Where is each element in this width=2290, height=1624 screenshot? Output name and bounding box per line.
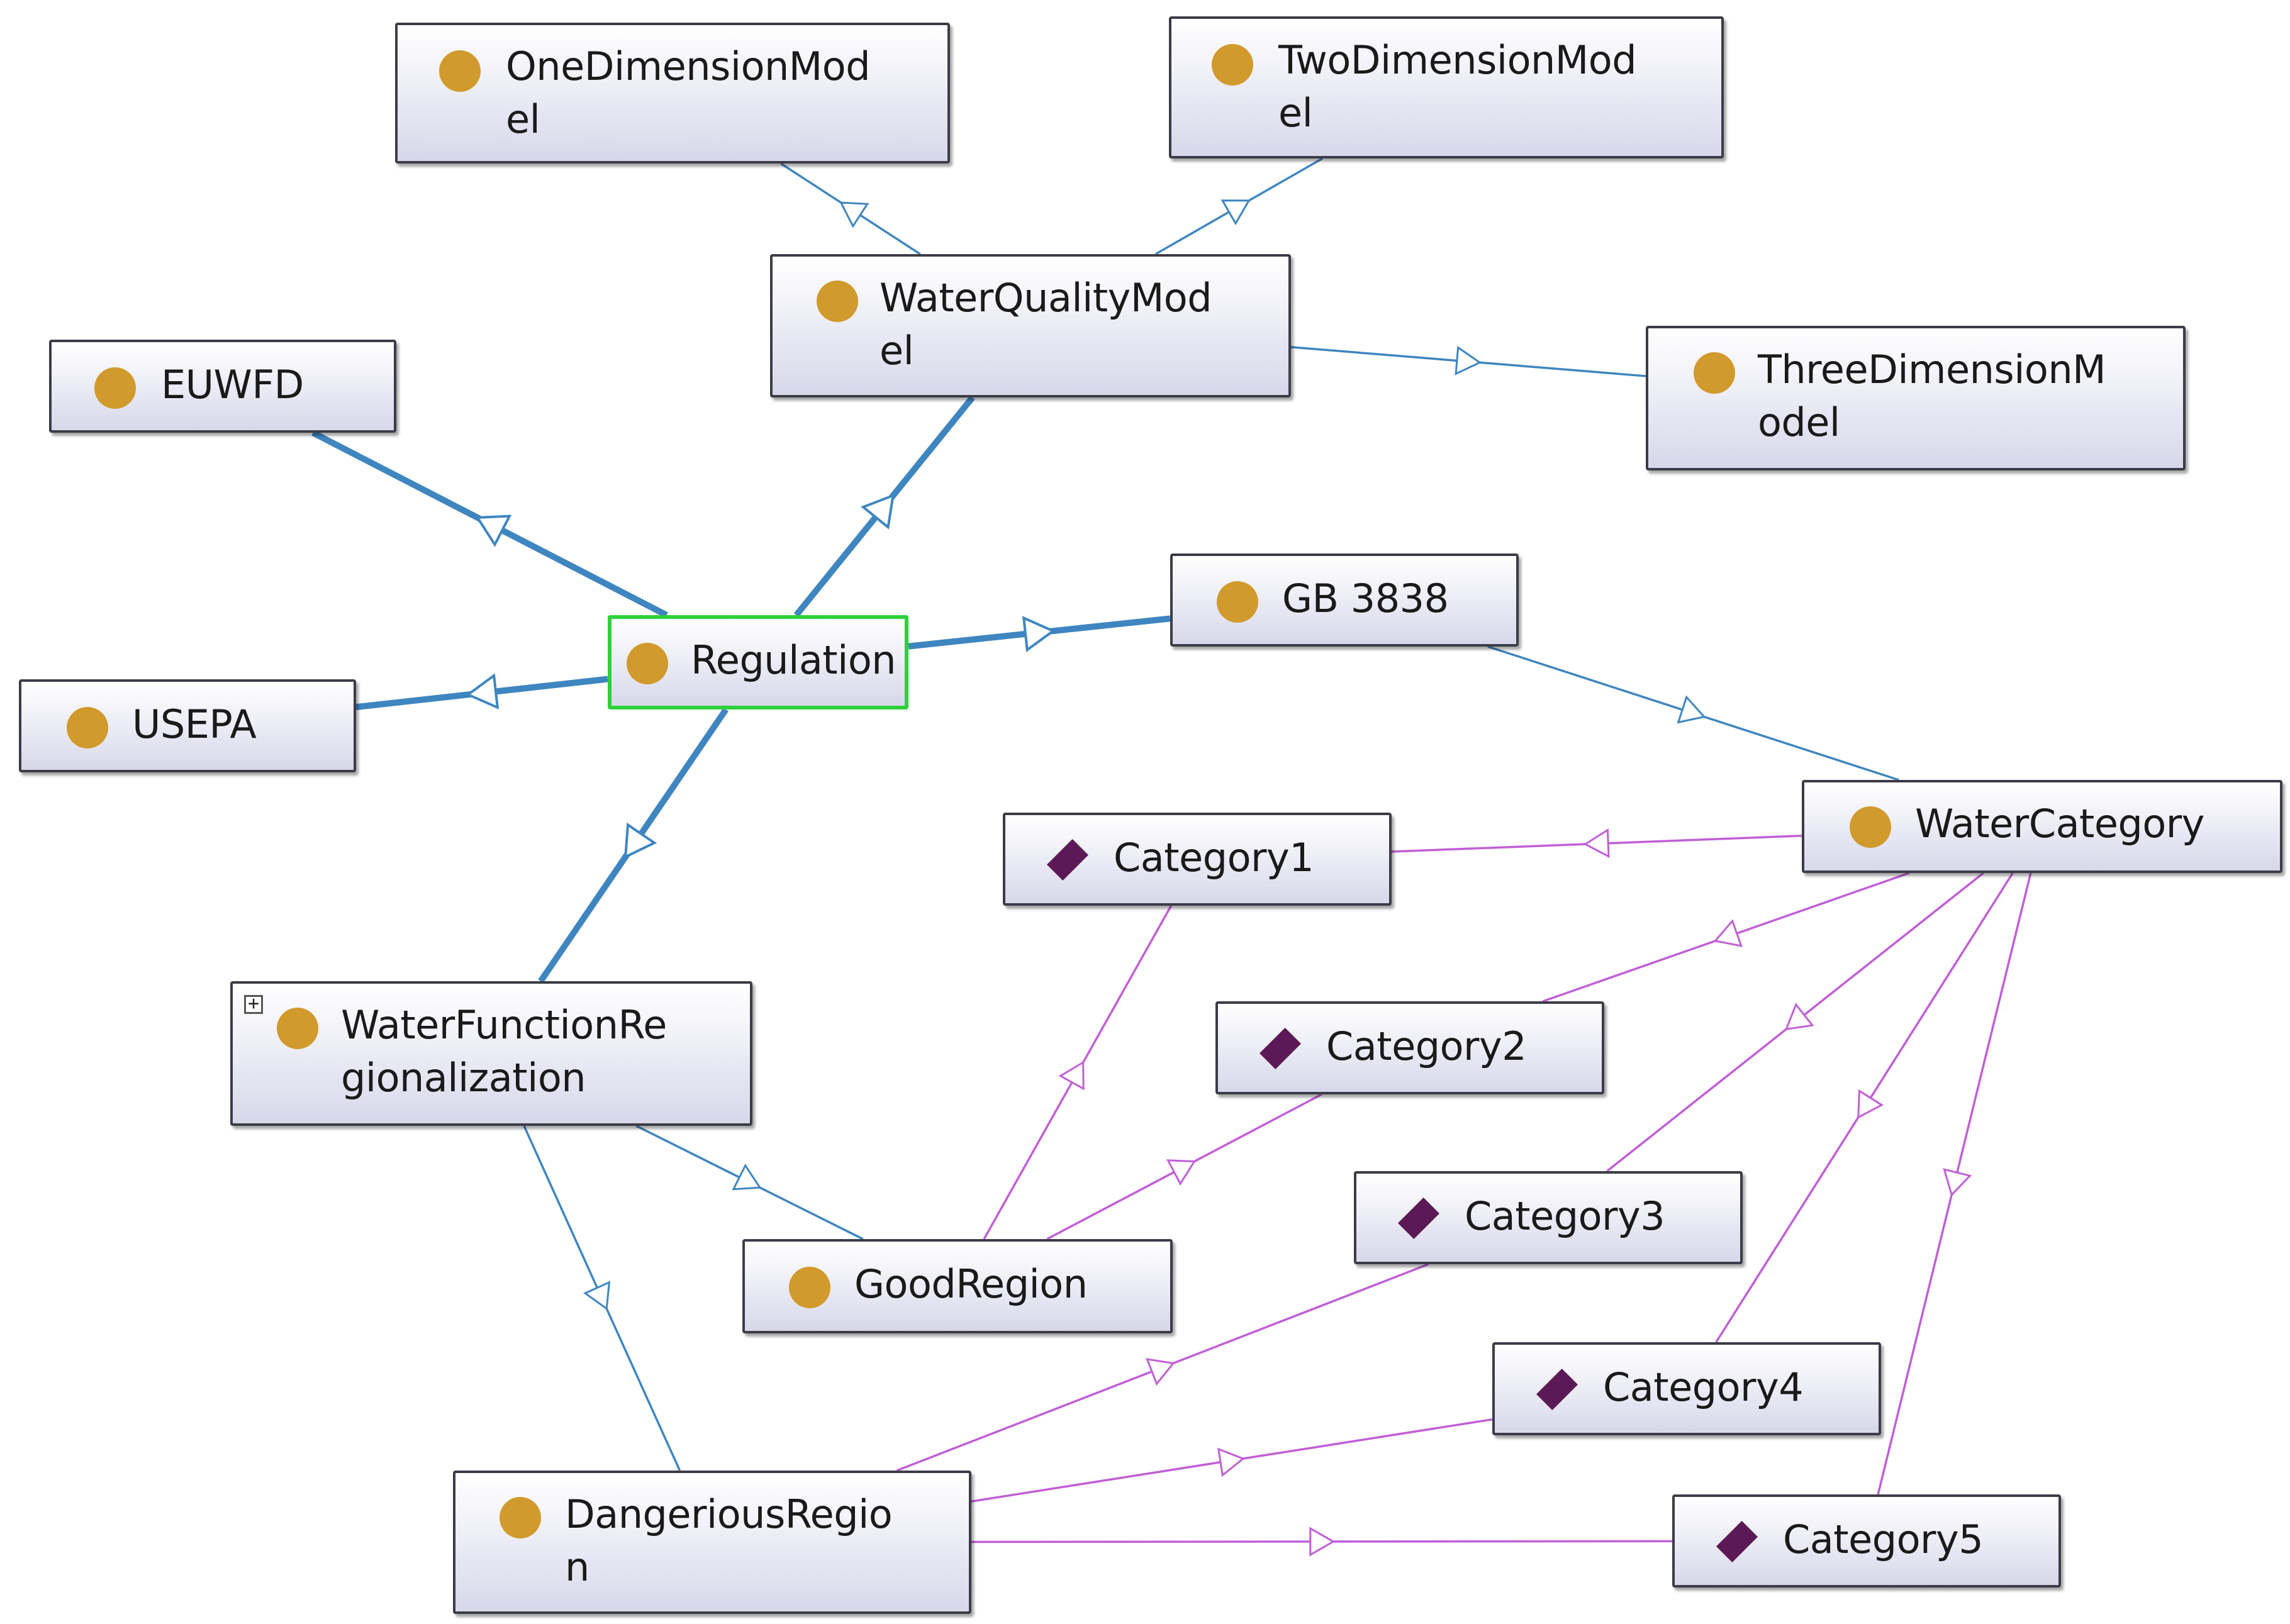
class-circle-icon [439, 50, 481, 92]
arrowhead-goodregion-category2 [1166, 1159, 1197, 1186]
node-label: Regulation [691, 637, 896, 683]
node-regulation[interactable]: Regulation [608, 615, 908, 709]
node-label: TwoDimensionMod el [1278, 37, 1637, 136]
individual-diamond-icon [1716, 1520, 1758, 1563]
class-circle-icon [817, 281, 858, 322]
arrowhead-wfr-goodregion [732, 1164, 762, 1191]
node-label: WaterFunctionRe gionalization [341, 1002, 667, 1101]
arrowhead-regulation-gb3838 [1022, 616, 1056, 652]
node-label: Category5 [1783, 1516, 1984, 1562]
node-label: WaterCategory [1915, 801, 2204, 847]
class-circle-icon [1694, 352, 1735, 394]
class-circle-icon [94, 367, 136, 409]
node-waterfunctionregionalization[interactable]: + WaterFunctionRe gionalization [230, 981, 752, 1126]
arrowhead-wqm-twodim [1220, 199, 1251, 226]
individual-diamond-icon [1259, 1027, 1302, 1070]
node-twodimensionmodel[interactable]: TwoDimensionMod el [1169, 16, 1724, 159]
arrowhead-watercategory-category1 [1583, 828, 1610, 859]
arrowhead-watercategory-category5 [1943, 1168, 1972, 1197]
class-circle-icon [1850, 806, 1891, 848]
individual-diamond-icon [1397, 1197, 1440, 1240]
class-circle-icon [67, 707, 108, 748]
arrowhead-regulation-usepa [466, 673, 500, 710]
arrowhead-dangregion-category3 [1146, 1358, 1175, 1386]
arrowhead-goodregion-category1 [1058, 1060, 1085, 1091]
arrowhead-wqm-threedim [1455, 345, 1482, 375]
arrowhead-wqm-onedim [839, 201, 869, 228]
class-circle-icon [627, 643, 668, 684]
arrowhead-wfr-dangregion [583, 1281, 611, 1311]
node-category3[interactable]: Category3 [1354, 1171, 1743, 1264]
arrowhead-regulation-wqm [861, 493, 895, 530]
node-dangeriousregion[interactable]: DangeriousRegio n [453, 1471, 971, 1614]
node-threedimensionmodel[interactable]: ThreeDimensionM odel [1646, 326, 2186, 470]
plus-box-icon[interactable]: + [244, 994, 263, 1014]
arrowhead-dangregion-category4 [1217, 1447, 1245, 1477]
class-circle-icon [277, 1008, 318, 1049]
node-label: Category4 [1603, 1364, 1804, 1410]
node-label: WaterQualityMod el [880, 275, 1212, 374]
node-label: EUWFD [161, 362, 304, 408]
class-circle-icon [500, 1497, 541, 1538]
class-circle-icon [789, 1267, 830, 1308]
node-onedimensionmodel[interactable]: OneDimensionMod el [395, 23, 950, 164]
node-label: OneDimensionMod el [506, 43, 871, 142]
arrowhead-dangregion-category5 [1309, 1527, 1336, 1557]
node-label: DangeriousRegio n [565, 1491, 893, 1590]
node-label: GoodRegion [854, 1261, 1088, 1307]
node-category2[interactable]: Category2 [1215, 1001, 1604, 1094]
node-waterqualitymodel[interactable]: WaterQualityMod el [770, 254, 1291, 398]
arrowhead-regulation-wfr [623, 822, 657, 859]
node-usepa[interactable]: USEPA [19, 679, 356, 772]
arrowhead-watercategory-category4 [1857, 1089, 1884, 1119]
node-euwfd[interactable]: EUWFD [49, 340, 396, 433]
arrowhead-watercategory-category3 [1784, 1003, 1814, 1031]
node-label: Category1 [1114, 835, 1314, 881]
arrowhead-gb3838-watercategory [1677, 695, 1706, 724]
node-watercategory[interactable]: WaterCategory [1802, 780, 2282, 873]
node-category5[interactable]: Category5 [1672, 1494, 2061, 1588]
individual-diamond-icon [1046, 838, 1089, 881]
node-category1[interactable]: Category1 [1003, 813, 1392, 906]
node-label: Category2 [1326, 1023, 1527, 1069]
node-label: Category3 [1465, 1193, 1665, 1239]
individual-diamond-icon [1536, 1368, 1578, 1411]
node-label: ThreeDimensionM odel [1758, 347, 2106, 445]
node-label: USEPA [132, 701, 257, 747]
node-gb3838[interactable]: GB 3838 [1170, 553, 1519, 647]
arrowhead-regulation-euwfd [475, 514, 512, 547]
class-circle-icon [1217, 581, 1258, 623]
arrowhead-watercategory-category2 [1713, 919, 1743, 947]
node-goodregion[interactable]: GoodRegion [742, 1239, 1173, 1333]
node-category4[interactable]: Category4 [1492, 1342, 1881, 1435]
class-circle-icon [1212, 44, 1253, 86]
node-label: GB 3838 [1282, 576, 1449, 621]
